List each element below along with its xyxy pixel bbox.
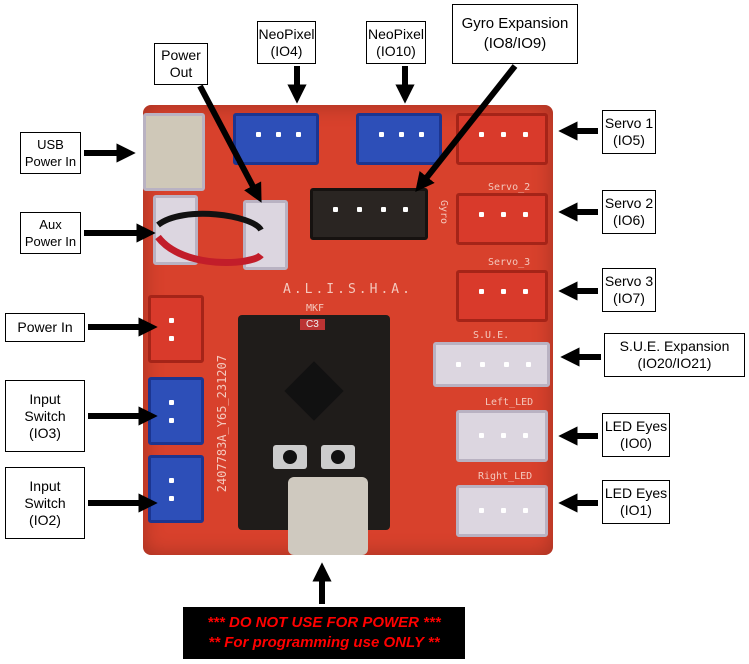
silk-c3: C3	[300, 319, 325, 330]
label-sue-expansion: S.U.E. Expansion(IO20/IO21)	[604, 333, 745, 377]
label-text: (IO20/IO21)	[637, 355, 712, 371]
silk-servo2: Servo_2	[488, 182, 531, 193]
label-text: USB	[37, 137, 64, 152]
label-gyro-expansion: Gyro Expansion (IO8/IO9)	[452, 4, 578, 64]
label-text: (IO7)	[613, 290, 645, 306]
label-usb-power-in: USB Power In	[20, 132, 81, 174]
label-text: (IO0)	[620, 435, 652, 451]
gyro-connector	[310, 188, 428, 240]
silk-mkf: MKF	[306, 303, 325, 314]
silk-left-led: Left_LED	[485, 397, 534, 408]
label-text: (IO6)	[613, 212, 645, 228]
label-text: Servo 3	[604, 273, 654, 289]
servo3-connector	[456, 270, 548, 322]
arrow-power-out	[197, 84, 262, 203]
label-text: Power In	[24, 154, 77, 169]
sue-connector	[433, 342, 550, 387]
label-text: Servo 1	[604, 115, 654, 131]
pcb-board: Gyro Servo_2 Servo_3 A.L.I.S.H.A. MKF 24…	[143, 105, 553, 555]
label-servo1: Servo 1(IO5)	[602, 110, 656, 154]
reset-button	[321, 445, 355, 469]
silk-sue: S.U.E.	[473, 330, 510, 341]
warning-line-1: *** DO NOT USE FOR POWER ***	[207, 614, 441, 631]
label-led-eyes-io1: LED Eyes(IO1)	[602, 480, 670, 524]
label-power-in: Power In	[5, 313, 85, 342]
label-text: S.U.E. Expansion	[619, 338, 730, 354]
label-power-out: Power Out	[154, 43, 208, 85]
label-text: Aux	[39, 217, 62, 232]
left-led-connector	[456, 410, 548, 462]
label-text: Power In	[24, 234, 77, 249]
label-text: Power In	[17, 319, 73, 335]
label-text: LED Eyes	[604, 485, 668, 501]
label-text: (IO2)	[29, 511, 61, 528]
label-text: Gyro Expansion	[461, 15, 569, 32]
arrow-gyro	[415, 64, 518, 193]
label-text: Switch	[24, 494, 66, 511]
silk-gyro: Gyro	[438, 200, 449, 225]
neopixel-io4-connector	[233, 113, 319, 165]
neopixel-io10-connector	[356, 113, 442, 165]
usb-c-port	[288, 477, 368, 555]
label-text: (IO4)	[270, 42, 303, 59]
label-text: (IO8/IO9)	[483, 35, 547, 52]
label-text: Switch	[24, 407, 66, 424]
servo2-connector	[456, 193, 548, 245]
label-text: Power Out	[161, 47, 201, 80]
boot-button	[273, 445, 307, 469]
power-jumper-wire	[155, 210, 264, 267]
right-led-connector	[456, 485, 548, 537]
label-servo3: Servo 3(IO7)	[602, 268, 656, 312]
label-text: Input	[29, 477, 61, 494]
label-text: Servo 2	[604, 195, 654, 211]
label-text: (IO5)	[613, 132, 645, 148]
label-text: Input	[29, 390, 61, 407]
label-neopixel-io10: NeoPixel(IO10)	[366, 21, 426, 64]
label-text: (IO10)	[376, 42, 416, 59]
warning-line-2: ** For programming use ONLY **	[208, 634, 440, 651]
usb-c-warning: *** DO NOT USE FOR POWER *** ** For prog…	[183, 607, 465, 659]
silk-right-led: Right_LED	[478, 471, 533, 482]
label-text: LED Eyes	[604, 418, 668, 434]
label-text: NeoPixel	[367, 25, 425, 42]
label-text: (IO3)	[29, 424, 61, 441]
label-text: (IO1)	[620, 502, 652, 518]
silk-servo3: Servo_3	[488, 257, 531, 268]
label-text: NeoPixel	[258, 25, 315, 42]
label-neopixel-io4: NeoPixel(IO4)	[257, 21, 316, 64]
silk-name: A.L.I.S.H.A.	[283, 282, 413, 297]
label-led-eyes-io0: LED Eyes(IO0)	[602, 413, 670, 457]
usb-mini-port	[143, 113, 205, 191]
label-servo2: Servo 2(IO6)	[602, 190, 656, 234]
